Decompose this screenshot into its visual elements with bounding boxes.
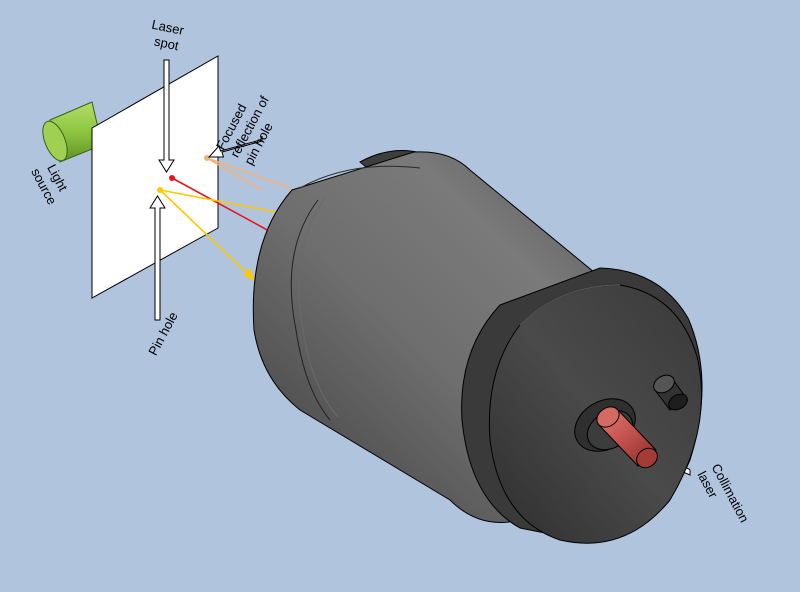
laser-spot-label: Laser spot	[147, 17, 189, 55]
camera-body	[252, 150, 703, 544]
pin-hole-label: Pin hole	[145, 309, 180, 358]
alignment-knob	[653, 374, 688, 411]
pin-hole-dot	[157, 187, 163, 193]
focused-reflection-label: Focused reflection of pin hole	[213, 83, 288, 168]
light-beam-lower	[159, 189, 253, 279]
collimation-laser	[574, 398, 658, 469]
pin-hole-arrow	[149, 195, 166, 321]
light-beam-upper	[159, 189, 287, 215]
light-source-label: Light source	[28, 158, 74, 207]
reflection-dot	[204, 155, 210, 161]
laser-spot-dot	[169, 175, 175, 181]
reflection-beam-lower	[206, 157, 263, 191]
screen-card	[91, 55, 219, 299]
light-source	[42, 101, 103, 163]
laser-beam	[171, 177, 283, 239]
light-beam-lower-arrowhead	[243, 268, 255, 281]
laser-spot-arrow	[158, 59, 175, 173]
collimation-laser-label: Collimation laser	[694, 461, 753, 536]
reflection-arrow	[207, 135, 263, 158]
